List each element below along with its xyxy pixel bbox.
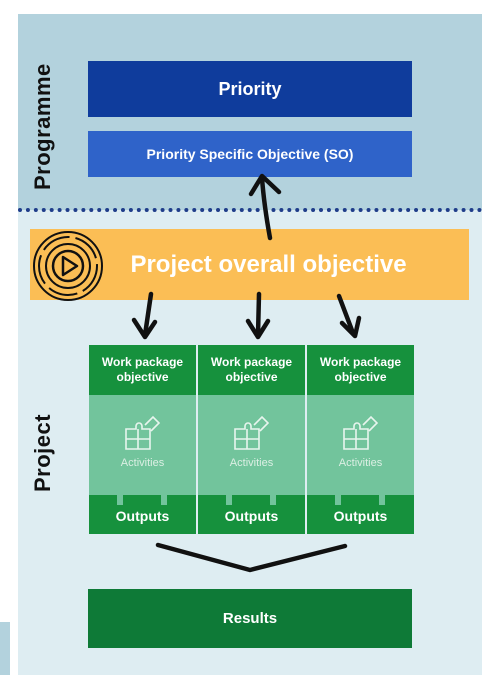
outputs-label: Outputs <box>115 508 170 524</box>
left-edge-strip <box>0 622 10 675</box>
work-package-2: Work package objective Activities Output… <box>198 345 305 534</box>
work-package-objective: Work package objective <box>307 345 414 395</box>
results-box: Results <box>88 589 412 648</box>
priority-box: Priority <box>88 61 412 117</box>
overall-objective-box: Project overall objective <box>30 229 469 300</box>
activities-panel <box>307 395 414 495</box>
output-divider <box>379 495 385 505</box>
outputs-label: Outputs <box>333 508 388 524</box>
outputs-bar: Outputs <box>89 495 196 534</box>
outputs-to-results-connector <box>155 542 348 573</box>
outputs-label: Outputs <box>224 508 279 524</box>
arrow-down-3 <box>336 293 356 336</box>
work-package-objective: Work package objective <box>89 345 196 395</box>
overall-objective-label: Project overall objective <box>130 250 407 278</box>
puzzle-icon <box>234 415 270 450</box>
arrow-up-to-so <box>259 175 273 241</box>
work-package-1: Work package objective Activities Output… <box>89 345 196 534</box>
arrow-down-2 <box>255 291 262 338</box>
arrowhead-down-1 <box>131 317 158 340</box>
puzzle-icon <box>125 415 161 450</box>
activities-label: Activities <box>120 457 165 469</box>
outputs-bar: Outputs <box>307 495 414 534</box>
arrowhead-down-3 <box>339 315 362 339</box>
arrowhead-down-2 <box>245 318 271 340</box>
output-divider <box>117 495 123 505</box>
outputs-bar: Outputs <box>198 495 305 534</box>
play-circle-icon <box>33 231 103 301</box>
work-package-objective: Work package objective <box>198 345 305 395</box>
activities-panel <box>198 395 305 495</box>
activities-label: Activities <box>338 457 383 469</box>
activities-label: Activities <box>229 457 274 469</box>
output-divider <box>270 495 276 505</box>
output-divider <box>161 495 167 505</box>
output-divider <box>335 495 341 505</box>
puzzle-icon <box>343 415 379 450</box>
activities-panel <box>89 395 196 495</box>
output-divider <box>226 495 232 505</box>
programme-project-divider <box>18 208 482 212</box>
arrow-down-1 <box>142 291 154 338</box>
work-package-3: Work package objective Activities Output… <box>307 345 414 534</box>
specific-objective-box: Priority Specific Objective (SO) <box>88 131 412 177</box>
arrowhead-up <box>248 173 282 197</box>
